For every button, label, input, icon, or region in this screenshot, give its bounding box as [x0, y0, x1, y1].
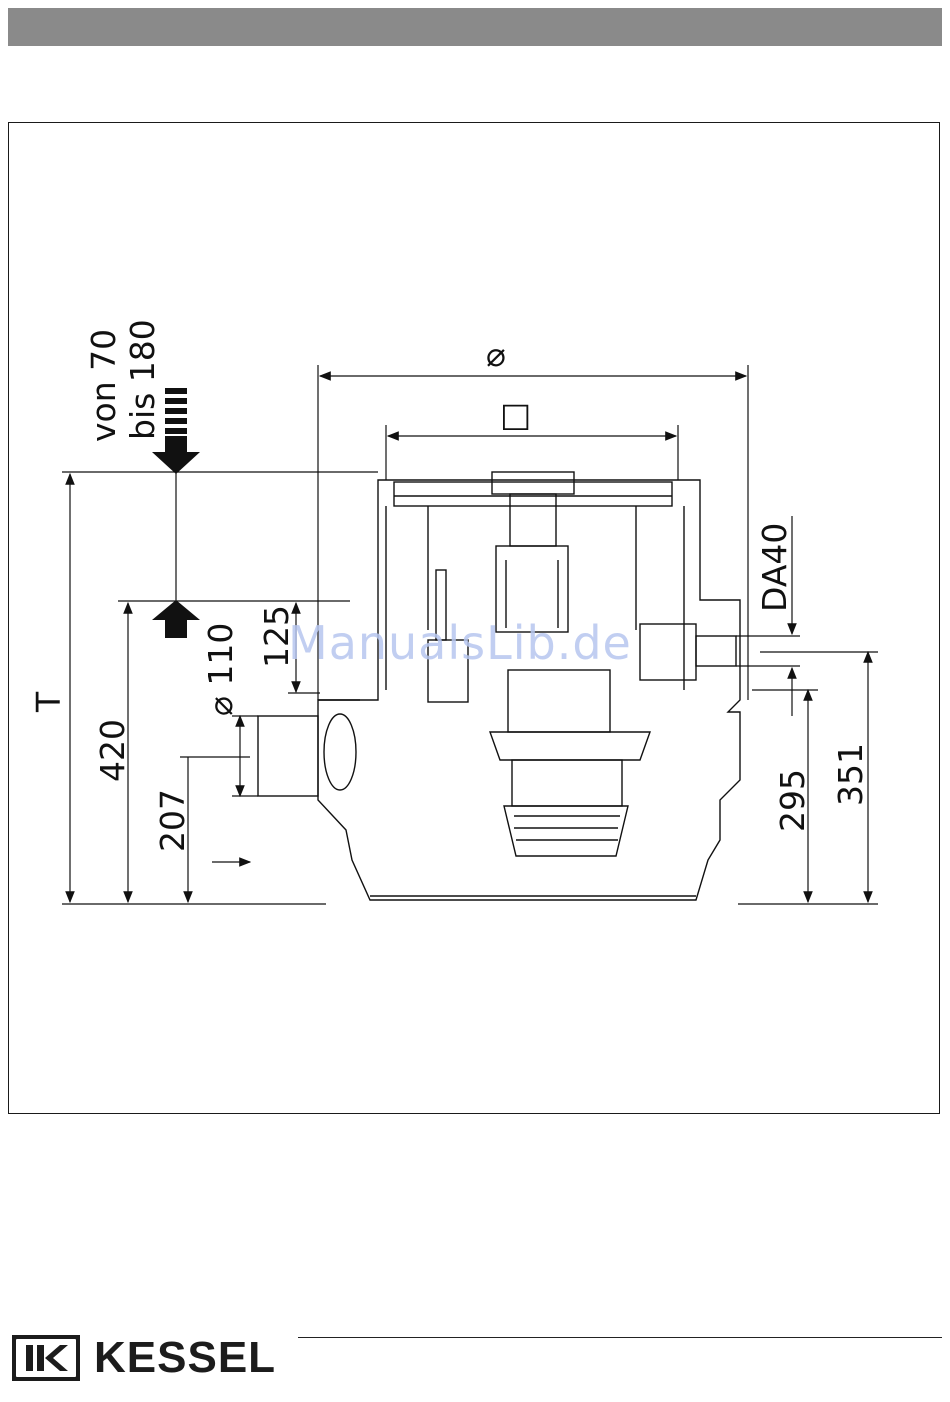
kessel-logo: KESSEL: [12, 1335, 276, 1381]
diameter-symbol: ⌀: [486, 335, 506, 374]
kessel-logo-icon: [12, 1335, 80, 1381]
depth-range-bottom: bis 180: [123, 319, 162, 440]
watermark: ManualsLib.de: [288, 616, 632, 670]
dim-295: 295: [773, 769, 812, 832]
total-depth-label: T: [29, 691, 68, 713]
dim-420: 420: [93, 719, 132, 782]
brand-name: KESSEL: [94, 1335, 276, 1381]
pipe-connection-label: DA40: [755, 523, 794, 612]
dim-207: 207: [153, 789, 192, 852]
inlet-diameter-label: ⌀ 110: [201, 623, 240, 716]
dim-351: 351: [831, 743, 870, 806]
square-symbol: □: [500, 395, 531, 434]
depth-range-top: von 70: [84, 329, 123, 442]
footer-rule: [298, 1337, 942, 1338]
